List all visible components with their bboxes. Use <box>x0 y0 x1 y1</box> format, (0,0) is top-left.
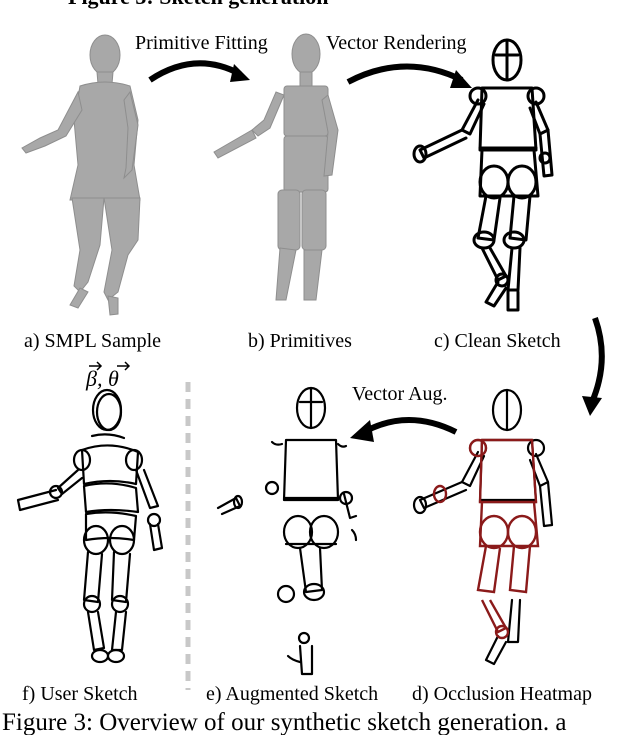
label-smpl-sample: a) SMPL Sample <box>24 330 161 352</box>
label-clean-sketch: c) Clean Sketch <box>434 330 561 352</box>
arrow-label-primitive-fitting: Primitive Fitting <box>135 32 268 54</box>
occlusion-heatmap-figure <box>414 390 552 664</box>
arrow-label-vector-aug: Vector Aug. <box>352 383 448 405</box>
label-augmented-sketch: e) Augmented Sketch <box>206 683 378 705</box>
figure-caption: Figure 3: Overview of our synthetic sket… <box>2 709 566 735</box>
label-primitives: b) Primitives <box>248 330 352 352</box>
label-user-sketch: f) User Sketch <box>22 683 138 705</box>
smpl-sample-figure <box>22 35 140 315</box>
shape-pose-params: β, θ <box>85 366 119 391</box>
arrow-vector-aug <box>364 420 456 432</box>
arrow-primitive-fitting <box>150 63 240 80</box>
arrow-c-to-d <box>592 318 602 402</box>
figure-heading: Figure 3: Sketch generation <box>68 0 329 9</box>
augmented-sketch-figure <box>218 388 356 674</box>
user-sketch-figure <box>18 390 162 662</box>
clean-sketch-figure <box>414 40 552 310</box>
arrow-label-vector-rendering: Vector Rendering <box>326 32 467 54</box>
arrow-vector-rendering <box>348 66 462 82</box>
label-occlusion-heatmap: d) Occlusion Heatmap <box>412 683 592 705</box>
